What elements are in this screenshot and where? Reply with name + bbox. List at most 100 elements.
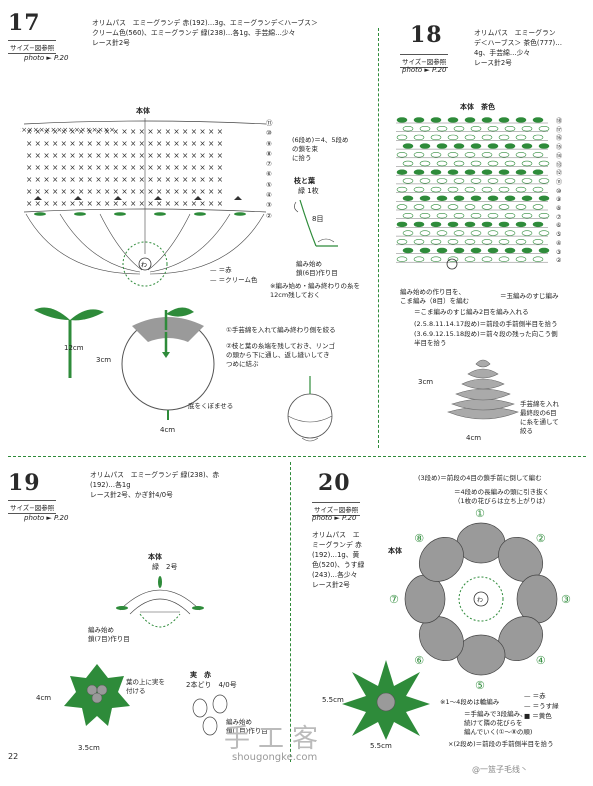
- dim-4cm-19: 4cm: [36, 694, 52, 702]
- pattern-number: 18: [410, 22, 443, 48]
- apple-knot-illustration: [287, 376, 333, 442]
- stitch-mark: [402, 212, 414, 219]
- photo-ref: photo ► P.20: [312, 514, 357, 522]
- row-numbers-18: ⑱ ⑰ ⑯ ⑮ ⑭ ⑬ ⑫ ⑪ ⑩ ⑨ ⑧ ⑦ ⑥ ⑤ ④ ③ ②: [556, 118, 563, 265]
- size-label: サイズ−図参照: [8, 500, 57, 514]
- stitch-mark: [464, 221, 476, 228]
- watermark-cn: 手工客: [224, 724, 327, 754]
- stitch-mark: [481, 221, 493, 228]
- petal-number: ②: [535, 532, 546, 546]
- stitch-mark: [470, 247, 482, 254]
- stitch-mark: [413, 152, 425, 158]
- section-divider-vertical-bottom: [290, 462, 291, 762]
- stitch-mark: [521, 212, 533, 219]
- stitch-mark: [515, 221, 527, 228]
- dim-55cm-a: 5.5cm: [322, 696, 344, 704]
- stitch-mark: [396, 169, 408, 175]
- stitch-mark: [515, 186, 527, 193]
- stitch-mark: [487, 125, 499, 132]
- legend-18-3: (2.5.8.11.14.17段め)＝前段の手前側半目を拾う: [414, 320, 558, 328]
- stitch-mark: [521, 160, 533, 167]
- flower-petal: [404, 574, 446, 624]
- flower-petal: [456, 522, 506, 564]
- stitch-mark: [413, 169, 425, 175]
- stitch-mark: [402, 178, 414, 184]
- stitch-mark: [498, 204, 510, 210]
- svg-text:×××××××××××××××××××××××××××××: ×××××××××××××××××××××××××××××: [20, 126, 115, 134]
- stitch-mark: [453, 125, 465, 132]
- pattern-number: 20: [318, 470, 351, 496]
- svg-text:× × × × × × × × × × × ×: × × × × × × × × × × × × × × × × × × × × …: [26, 187, 223, 196]
- svg-text:× × × × × × × × × × × ×: × × × × × × × × × × × × × × × × × × × × …: [26, 163, 223, 172]
- materials-20: オリムパス エ ミーグランデ 赤 (192)…1g、黄 色(520)、うす緑 (…: [312, 531, 365, 589]
- pattern-number: 17: [8, 10, 41, 36]
- body-title-19: 本体: [148, 553, 162, 561]
- stitch-mark: [538, 230, 550, 236]
- holly-leaf-illustration: [64, 664, 130, 726]
- stitch-mark: [481, 169, 493, 175]
- fruit-title: 実 赤: [190, 671, 211, 679]
- step-1: ①手芸綿を入れて編み終わり側を絞る: [226, 326, 336, 334]
- stitch-mark: [464, 134, 476, 141]
- stitch-mark: [413, 221, 425, 228]
- stitch-mark: [413, 134, 425, 141]
- legend-red-20: — ＝赤: [524, 692, 546, 700]
- stitch-mark: [413, 186, 425, 193]
- stitch-mark: [430, 239, 442, 245]
- stitch-mark: [419, 160, 431, 167]
- size-label: サイズ−図参照: [400, 54, 449, 68]
- dim-55cm-b: 5.5cm: [370, 742, 392, 750]
- dim-35cm-19: 3.5cm: [78, 744, 100, 752]
- pattern-number: 19: [8, 470, 41, 496]
- stitch-mark: [470, 212, 482, 219]
- svg-text:× × × × × × × × × × × ×: × × × × × × × × × × × × × × × × × × × × …: [26, 175, 223, 184]
- flower-illustration: [342, 660, 430, 740]
- note-row6: (6段め)＝4、5段め の鎖を束 に拾う: [292, 136, 349, 162]
- stitch-mark: [470, 195, 482, 202]
- stitch-mark: [515, 239, 527, 245]
- stitch-mark: [538, 195, 550, 202]
- body-title-18: 本体 茶色: [460, 103, 495, 111]
- stitch-mark: [419, 143, 431, 149]
- legend-red: — ＝赤: [210, 266, 232, 274]
- stitch-mark: [504, 195, 516, 202]
- stitch-mark: [430, 221, 442, 228]
- svg-text:わ: わ: [141, 262, 147, 269]
- stitch-mark: [447, 169, 459, 175]
- body-sub-19: 緑 2号: [152, 563, 178, 571]
- stitch-mark: [430, 256, 442, 262]
- stem-eight: 8目: [312, 215, 324, 223]
- stitch-mark: [436, 125, 448, 132]
- stitch-mark: [498, 169, 510, 175]
- bottom-note: 底をくぼませる: [188, 402, 234, 410]
- fruit-sub: 2本どり 4/0号: [186, 681, 237, 689]
- materials-19: オリムパス エミーグランデ 緑(238)、赤 (192)…各1g レース針2号、…: [90, 471, 220, 499]
- stitch-mark: [504, 143, 516, 149]
- svg-text:× × × × × × × × × × × ×: × × × × × × × × × × × × × × × × × × × × …: [26, 199, 223, 208]
- stitch-mark: [487, 143, 499, 149]
- legend-cream: — ＝クリーム色: [210, 276, 258, 284]
- stitch-mark: [419, 125, 431, 132]
- stitch-mark: [521, 143, 533, 149]
- stitch-mark: [430, 152, 442, 158]
- stitch-mark: [447, 204, 459, 210]
- stitch-mark: [447, 152, 459, 158]
- stitch-mark: [396, 204, 408, 210]
- stitch-mark: [498, 256, 510, 262]
- stitch-mark: [430, 204, 442, 210]
- stitch-mark: [430, 169, 442, 175]
- stitch-mark: [498, 239, 510, 245]
- stitch-mark: [436, 212, 448, 219]
- stitch-mark: [504, 212, 516, 219]
- leaf-note: 葉の上に実を 付ける: [126, 678, 165, 695]
- note-row3-20: (3段め)＝前段の4目の鎖手前に倒して編む: [418, 474, 542, 482]
- stitch-mark: [396, 239, 408, 245]
- chart-19-body: [116, 576, 204, 628]
- stitch-mark: [515, 152, 527, 158]
- size-label: サイズ−図参照: [8, 40, 57, 54]
- fruit-chart: [192, 694, 228, 736]
- stitch-mark: [498, 152, 510, 158]
- flower-petal: [456, 634, 506, 676]
- stitch-mark: [396, 256, 408, 262]
- stitch-mark: [515, 134, 527, 141]
